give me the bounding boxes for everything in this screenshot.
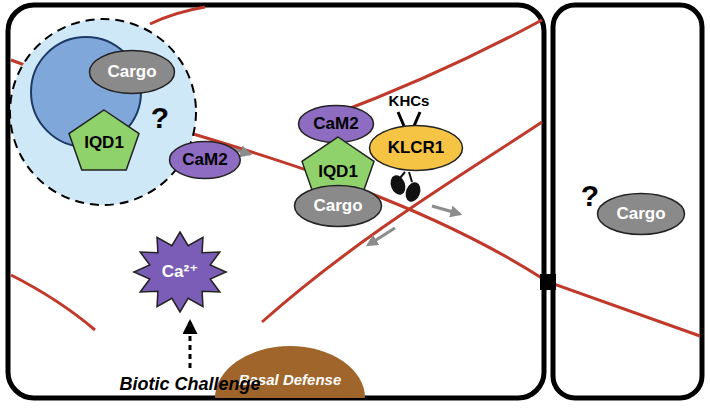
protein-shape: Cargo bbox=[596, 192, 686, 236]
question-mark: ? bbox=[581, 181, 599, 211]
calcium-burst: Ca²⁺ bbox=[132, 230, 228, 314]
node-text: CaM2 bbox=[182, 151, 227, 170]
protein-shape: KLCR1 bbox=[368, 124, 464, 172]
neighbour-cell bbox=[553, 5, 702, 398]
node-text: IQD1 bbox=[318, 163, 358, 182]
vesicle-compartment bbox=[10, 19, 196, 205]
node-text: Cargo bbox=[313, 197, 362, 216]
protein-label: KHCs bbox=[389, 93, 430, 108]
protein-shape: Cargo bbox=[88, 49, 176, 95]
microtubules bbox=[11, 7, 700, 336]
protein-shape: Cargo bbox=[293, 184, 383, 228]
signal-arrow bbox=[189, 322, 192, 368]
node-text: Cargo bbox=[616, 205, 665, 224]
node-text: Ca²⁺ bbox=[162, 263, 198, 282]
stimulus-label: Biotic Challenge bbox=[119, 375, 260, 393]
question-mark: ? bbox=[151, 103, 169, 133]
protein-shape: CaM2 bbox=[168, 140, 242, 180]
node-text: Cargo bbox=[107, 63, 156, 82]
node-text: IQD1 bbox=[84, 134, 124, 153]
plasmodesma bbox=[540, 274, 556, 290]
node-text: KLCR1 bbox=[388, 139, 445, 158]
plant-cell bbox=[8, 5, 544, 398]
protein-shape: IQD1 bbox=[67, 108, 141, 172]
node-text: CaM2 bbox=[313, 115, 358, 134]
